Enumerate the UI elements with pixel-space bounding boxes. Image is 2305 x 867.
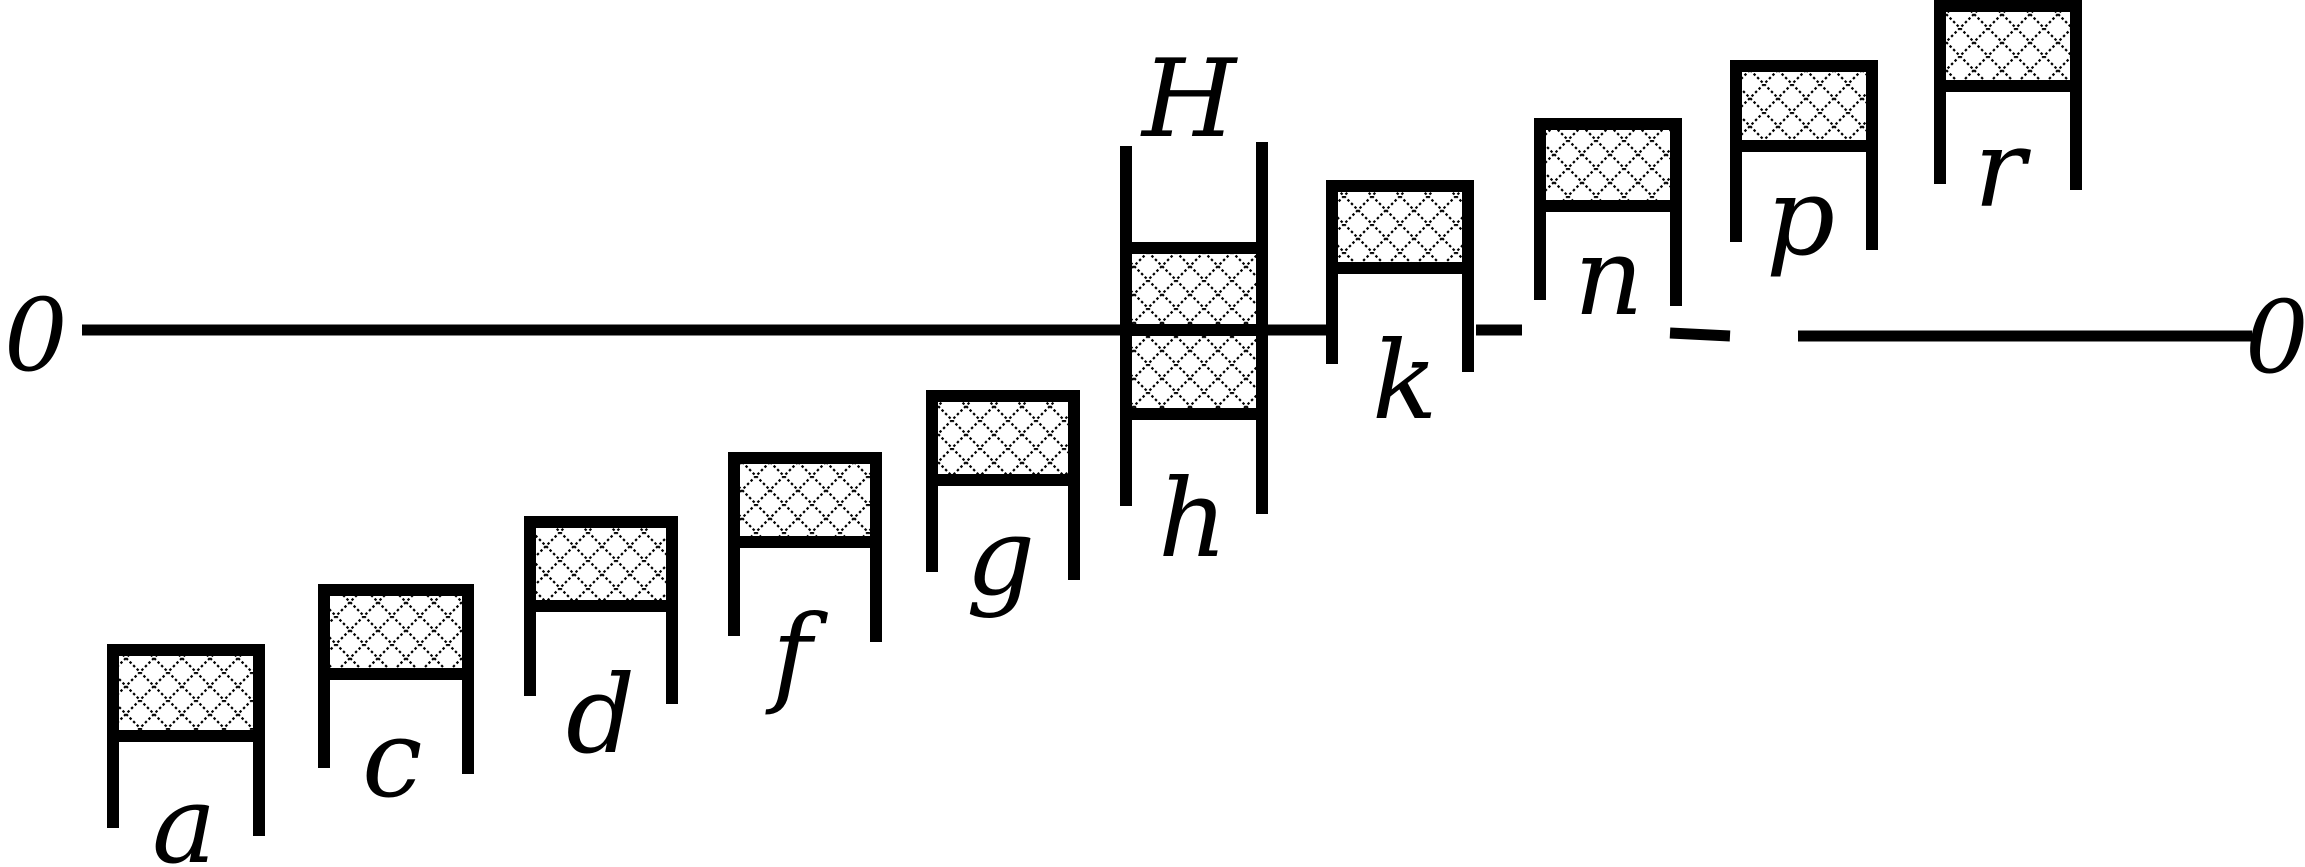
segment-label-p: p [1766,155,1835,280]
segment-a: a [107,644,265,867]
segment-h: H h [1120,37,1268,582]
segment-top-label-H: H [1140,37,1238,162]
axis-right-label: 0 [2245,279,2305,396]
segment-k: k [1326,180,1474,444]
axis-line [82,324,2252,342]
segment-label-h: h [1158,457,1228,582]
axis-line-segment [1669,327,1731,342]
segment-d: d [524,516,678,778]
segment-label-c: c [362,697,423,822]
segment-label-n: n [1574,215,1644,340]
segment-f: f [728,452,882,718]
segment-c: c [318,584,474,822]
segment-label-r: r [1974,107,2031,232]
segment-n: n [1534,118,1682,340]
segment-r: r [1934,0,2082,232]
axis-left-label: 0 [4,277,68,394]
segment-p: p [1730,60,1878,280]
segment-label-k: k [1372,319,1437,444]
segment-label-f: f [765,593,828,718]
segment-label-a: a [152,763,216,867]
segment-g: g [926,390,1080,620]
segment-label-g: g [966,495,1035,620]
segment-label-d: d [566,653,635,778]
